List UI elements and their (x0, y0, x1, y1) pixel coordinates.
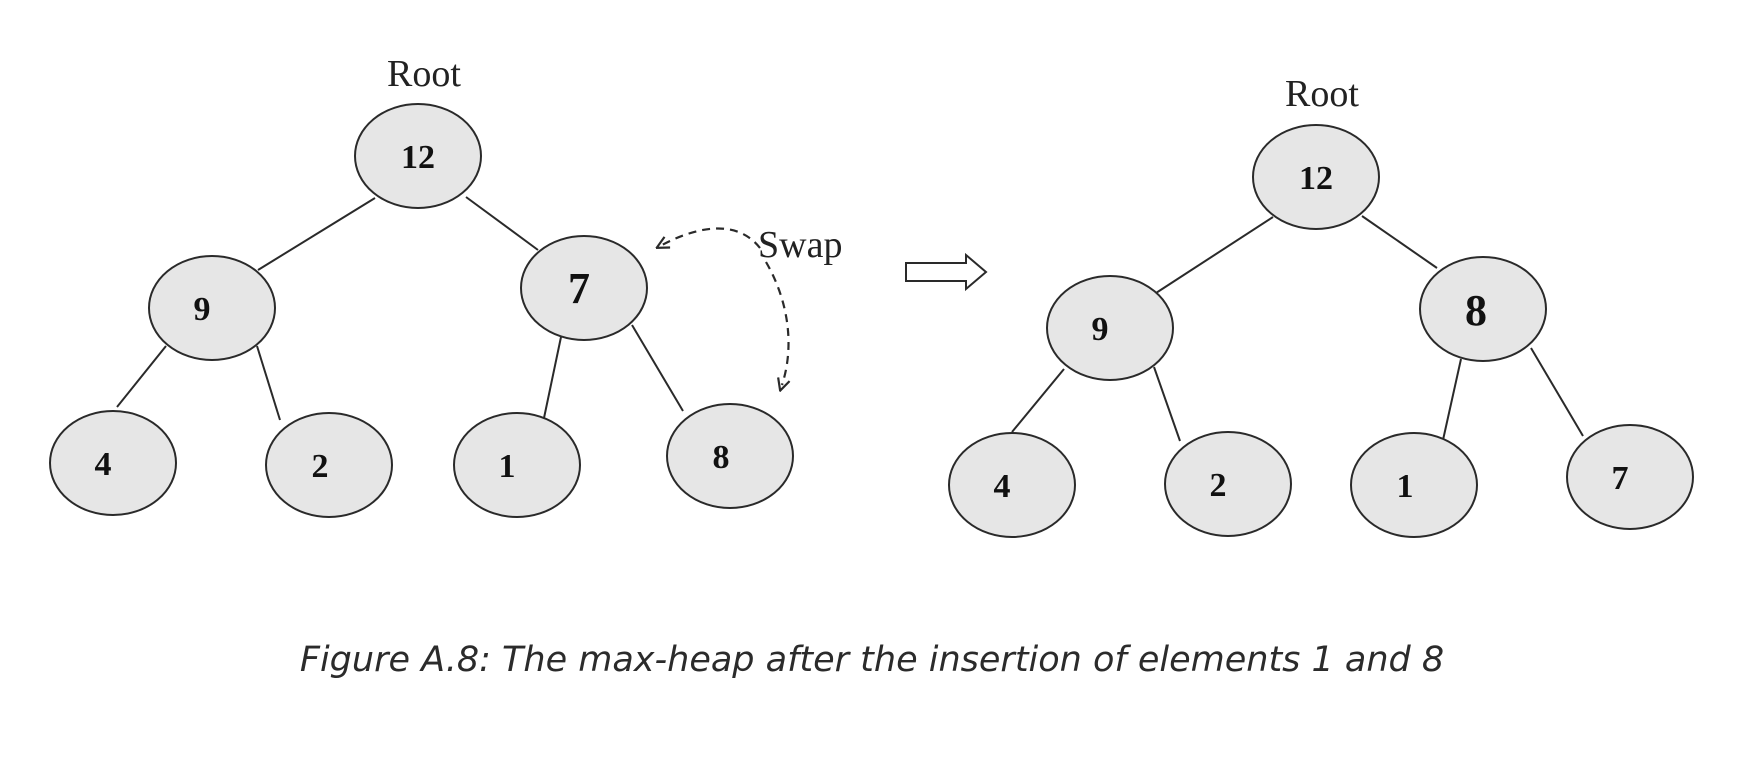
edge-12-8 (1361, 215, 1438, 269)
node-value: 2 (1210, 467, 1227, 504)
node-value: 7 (568, 264, 590, 313)
swap-label: Swap (758, 224, 842, 266)
figure-caption: Figure A.8: The max-heap after the inser… (299, 640, 1445, 680)
edge-7-1 (543, 336, 562, 419)
right-tree: Root 12 9 8 4 2 1 7 (948, 73, 1694, 538)
tree-node: 1 (1350, 432, 1478, 538)
edge-9-4 (1011, 368, 1065, 433)
node-value: 2 (312, 448, 329, 485)
tree-node: 9 (148, 255, 276, 361)
tree-node: 4 (948, 432, 1076, 538)
node-value: 12 (1299, 160, 1333, 197)
swap-arrow (765, 261, 789, 385)
node-value: 9 (1092, 311, 1109, 348)
node-value: 12 (401, 139, 435, 176)
node-value: 7 (1612, 460, 1629, 497)
edge-12-9 (257, 197, 376, 271)
node-value: 1 (499, 448, 516, 485)
node-value: 8 (713, 439, 730, 476)
edge-7-8 (631, 324, 684, 412)
node-value: 4 (994, 468, 1011, 505)
root-label: Root (1285, 73, 1359, 115)
node-value: 4 (95, 446, 112, 483)
root-label: Root (387, 53, 461, 95)
left-tree-edges (116, 196, 684, 421)
edge-12-7 (465, 196, 539, 251)
tree-node: 4 (49, 410, 177, 516)
edge-9-2 (1153, 366, 1181, 442)
tree-node: 7 (1566, 424, 1694, 530)
edge-9-4 (116, 345, 167, 408)
node-value: 9 (194, 291, 211, 328)
right-arrow-icon (905, 252, 988, 292)
tree-node: 1 (453, 412, 581, 518)
tree-node: 8 (1419, 256, 1547, 362)
tree-node: 12 (354, 103, 482, 209)
tree-node: 12 (1252, 124, 1380, 230)
tree-node: 9 (1046, 275, 1174, 381)
left-tree: Root 12 9 7 4 2 1 8 (49, 53, 842, 518)
edge-9-2 (256, 345, 281, 421)
tree-node: 2 (265, 412, 393, 518)
tree-node: 7 (520, 235, 648, 341)
edge-8-1 (1442, 358, 1462, 441)
right-tree-edges (1011, 215, 1584, 442)
tree-node: 2 (1164, 431, 1292, 537)
edge-8-7 (1530, 347, 1584, 437)
tree-node: 8 (666, 403, 794, 509)
node-value: 8 (1465, 286, 1487, 335)
node-value: 1 (1397, 468, 1414, 505)
edge-12-9 (1155, 216, 1274, 294)
swap-arrow (662, 227, 761, 248)
